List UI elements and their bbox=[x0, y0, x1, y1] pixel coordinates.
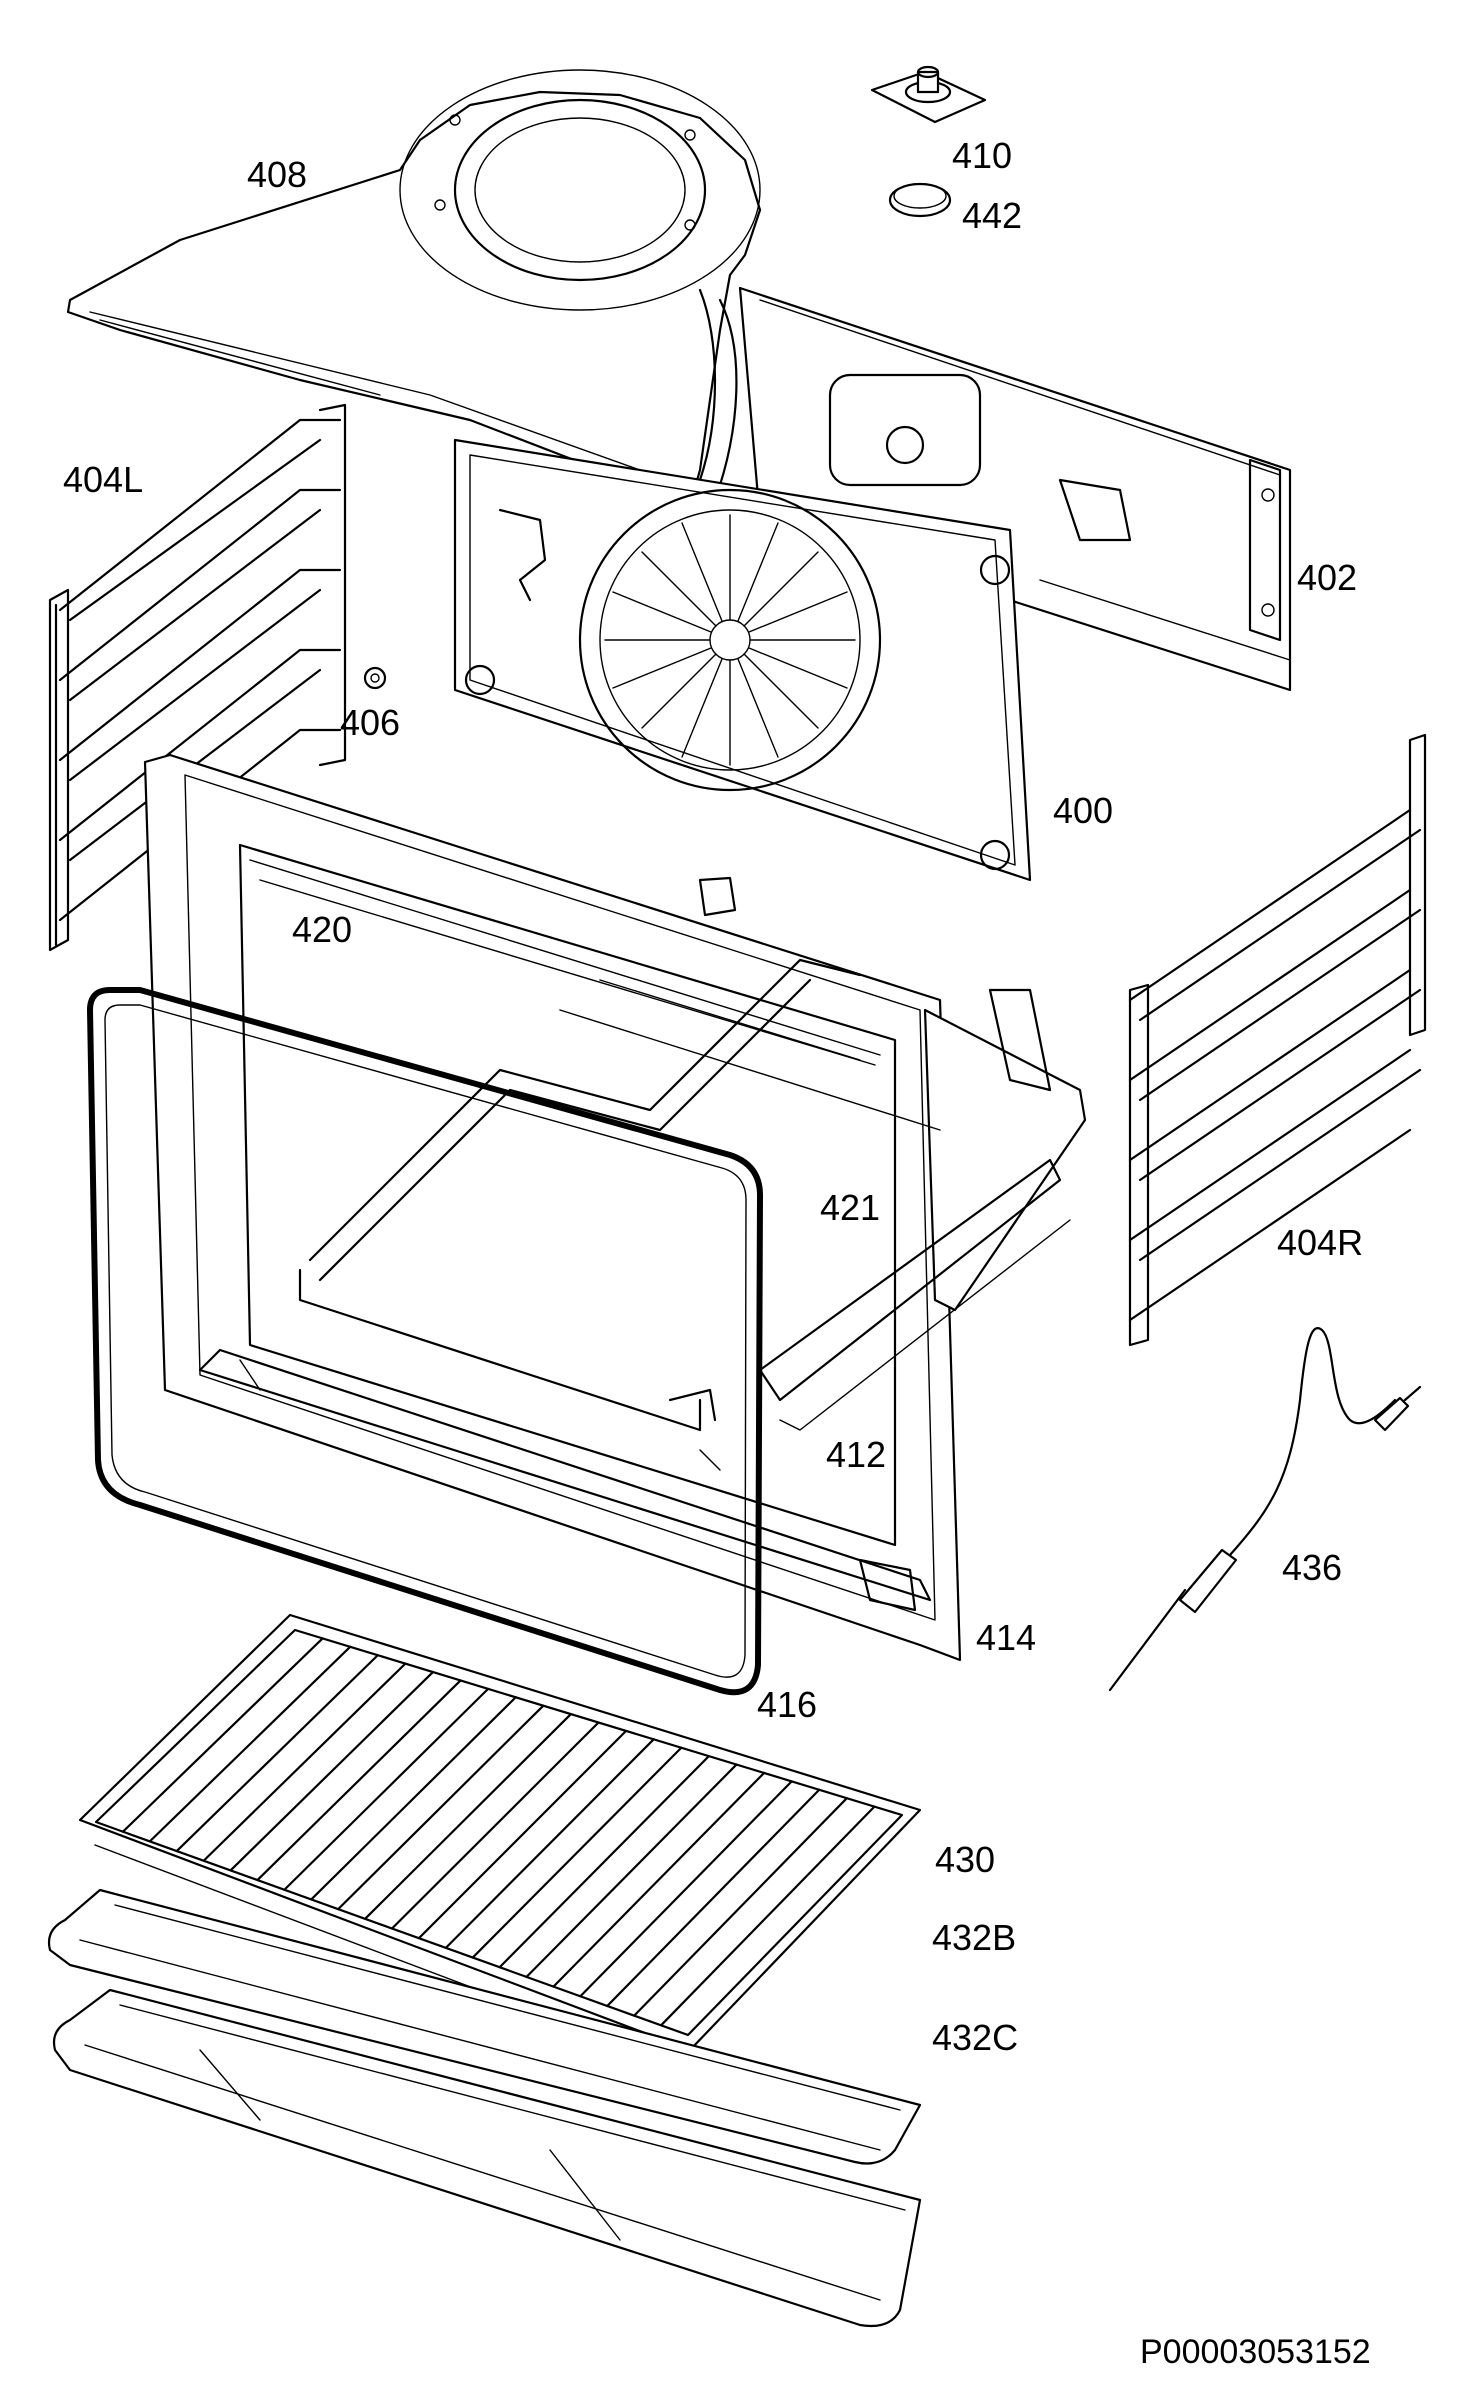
part-406-nut bbox=[363, 666, 387, 690]
grill-bar bbox=[310, 1696, 517, 1901]
grill-bar bbox=[363, 1712, 573, 1920]
drawing-code: P00003053152 bbox=[1140, 2333, 1371, 2371]
grill-bar bbox=[148, 1645, 352, 1843]
label-430: 430 bbox=[935, 1839, 995, 1880]
label-421: 421 bbox=[820, 1187, 880, 1228]
label-400: 400 bbox=[1053, 790, 1113, 831]
grill-bar bbox=[417, 1729, 628, 1940]
part-432C-tray bbox=[52, 1988, 922, 2328]
label-402: 402 bbox=[1297, 557, 1357, 598]
label-412: 412 bbox=[826, 1434, 886, 1475]
part-412-bottom-frame bbox=[758, 1158, 1071, 1431]
grill-bar bbox=[256, 1679, 462, 1882]
grill-bar bbox=[471, 1746, 683, 1959]
grill-bar bbox=[390, 1721, 600, 1930]
label-432C: 432C bbox=[932, 2017, 1018, 2058]
label-436: 436 bbox=[1282, 1547, 1342, 1588]
part-402-rear-strip bbox=[738, 286, 1292, 692]
grill-bar bbox=[498, 1755, 710, 1969]
grill-bar bbox=[337, 1704, 545, 1911]
grill-bar bbox=[579, 1780, 793, 1998]
grill-bar bbox=[229, 1670, 435, 1872]
label-416: 416 bbox=[757, 1684, 817, 1725]
label-432B: 432B bbox=[932, 1917, 1016, 1958]
label-408: 408 bbox=[247, 154, 307, 195]
part-400-back-wall bbox=[453, 438, 1032, 882]
label-410: 410 bbox=[952, 135, 1012, 176]
label-404R: 404R bbox=[1277, 1222, 1363, 1263]
part-430-grill-rack bbox=[78, 1613, 922, 2071]
label-442: 442 bbox=[962, 195, 1022, 236]
grill-bar bbox=[606, 1788, 821, 2008]
part-432B-tray bbox=[47, 1888, 922, 2165]
grill-bar bbox=[175, 1654, 379, 1853]
part-410-fan-motor bbox=[870, 65, 987, 124]
label-420: 420 bbox=[292, 909, 352, 950]
part-404R-right-rack bbox=[1128, 733, 1427, 1347]
grill-bar bbox=[525, 1763, 738, 1979]
part-416-door-seal bbox=[87, 987, 763, 1696]
grill-bar bbox=[633, 1797, 848, 2017]
grill-bar bbox=[202, 1662, 407, 1862]
label-406: 406 bbox=[340, 702, 400, 743]
label-414: 414 bbox=[976, 1617, 1036, 1658]
grill-bar bbox=[121, 1637, 324, 1833]
part-414-oven-cavity bbox=[143, 753, 1087, 1662]
part-408-fan-cover bbox=[66, 69, 762, 512]
part-436-meat-probe bbox=[1108, 1327, 1422, 1692]
label-404L: 404L bbox=[63, 459, 143, 500]
grill-bar bbox=[283, 1687, 490, 1891]
part-442-seal-ring bbox=[888, 182, 952, 218]
grill-bar bbox=[444, 1738, 655, 1949]
grill-bar bbox=[659, 1805, 876, 2027]
grill-bar bbox=[552, 1771, 766, 1988]
